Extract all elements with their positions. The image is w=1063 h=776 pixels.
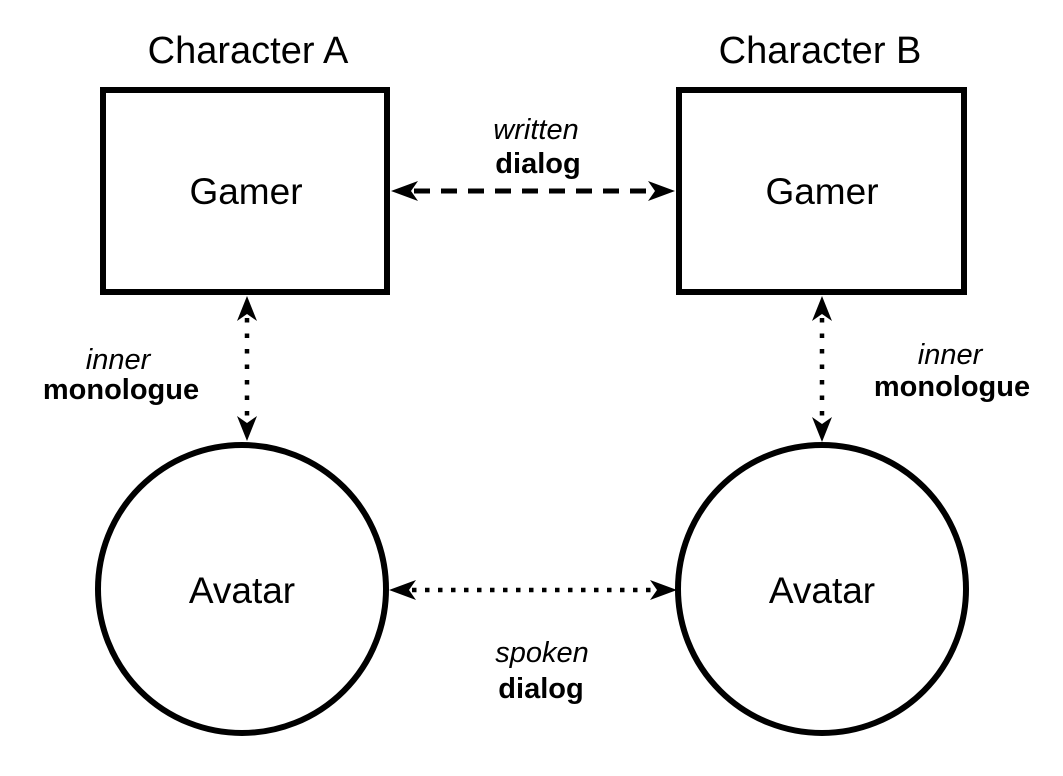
- inner-monologue-a-label-line2: monologue: [43, 374, 199, 406]
- written-dialog-arrowhead-right-icon: [648, 181, 675, 201]
- avatar-b-circle: [675, 442, 969, 736]
- avatar-a-label: Avatar: [189, 570, 295, 611]
- inner-monologue-b-arrowhead-top-icon: [812, 296, 832, 321]
- inner-monologue-a-arrowhead-bottom-icon: [237, 416, 257, 441]
- gamer-a-box: [100, 87, 390, 295]
- gamer-b-label: Gamer: [765, 171, 878, 212]
- character-b-title: Character B: [719, 30, 922, 72]
- character-a-title: Character A: [148, 30, 349, 72]
- avatar-b-label: Avatar: [769, 570, 875, 611]
- inner-monologue-a-label-line1: inner: [86, 344, 152, 376]
- gamer-b-box: [676, 87, 967, 295]
- inner-monologue-b-label-line2: monologue: [874, 371, 1030, 403]
- inner-monologue-a-arrowhead-top-icon: [237, 296, 257, 321]
- gamer-a-label: Gamer: [189, 171, 302, 212]
- written-dialog-label-line1: written: [493, 114, 578, 146]
- avatar-a-circle: [95, 442, 389, 736]
- spoken-dialog-label-line1: spoken: [495, 637, 589, 669]
- inner-monologue-b-arrowhead-bottom-icon: [812, 417, 832, 442]
- spoken-dialog-label-line2: dialog: [498, 673, 583, 705]
- written-dialog-label-line2: dialog: [495, 148, 580, 180]
- inner-monologue-b-label-line1: inner: [918, 339, 984, 371]
- written-dialog-arrowhead-left-icon: [391, 181, 418, 201]
- spoken-dialog-arrowhead-right-icon: [650, 580, 677, 600]
- spoken-dialog-arrowhead-left-icon: [389, 580, 416, 600]
